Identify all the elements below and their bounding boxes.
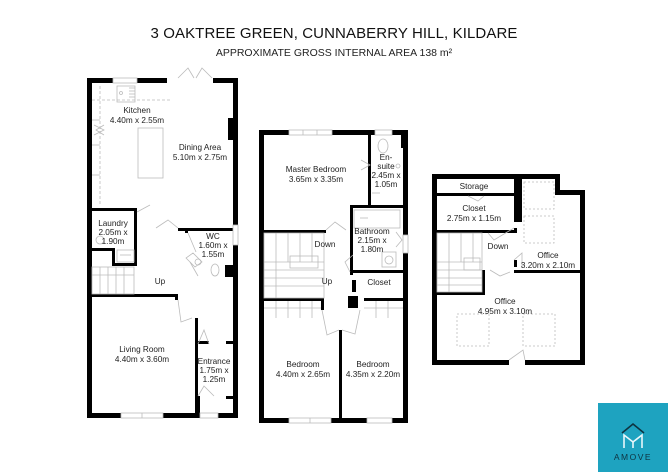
- room-kitchen: Kitchen: [123, 106, 151, 115]
- room-storage: Storage: [460, 182, 489, 191]
- first-floor-plan: Master Bedroom 3.65m x 3.35m En- suite 2…: [259, 129, 409, 424]
- ground-floor-plan: Kitchen 4.40m x 2.55m Dining Area 5.10m …: [87, 67, 239, 419]
- room-bedroom-3-dims: 4.35m x 2.20m: [346, 370, 400, 379]
- room-master-bedroom: Master Bedroom: [286, 165, 347, 174]
- room-wc-dims1: 1.60m x: [198, 241, 227, 250]
- room-entrance-dims1: 1.75m x: [199, 366, 228, 375]
- room-closet-top-dims: 2.75m x 1.15m: [447, 214, 501, 223]
- logo-text: AMOVE: [613, 452, 653, 462]
- room-entrance: Entrance: [198, 357, 231, 366]
- room-office-large-dims: 4.95m x 3.10m: [478, 307, 532, 316]
- room-bedroom-3: Bedroom: [356, 360, 389, 369]
- room-closet: Closet: [367, 278, 391, 287]
- room-living: Living Room: [119, 345, 165, 354]
- room-closet-top: Closet: [462, 204, 486, 213]
- room-ensuite-dims1: 2.45m x: [371, 171, 400, 180]
- stairs-up-label: Up: [322, 277, 333, 286]
- room-kitchen-dims: 4.40m x 2.55m: [110, 116, 164, 125]
- stairs-up-label: Up: [155, 277, 166, 286]
- room-office-large: Office: [494, 297, 516, 306]
- second-floor-plan: Storage Closet 2.75m x 1.15m Down Office…: [432, 174, 585, 365]
- room-office-small-dims: 3.20m x 2.10m: [521, 261, 575, 270]
- room-bathroom-dims1: 2.15m x: [357, 236, 386, 245]
- stairs-down-label: Down: [488, 242, 509, 251]
- stairs-down-label: Down: [315, 240, 336, 249]
- room-ensuite-1: En-: [380, 153, 393, 162]
- room-dining: Dining Area: [179, 143, 222, 152]
- room-laundry-dims1: 2.05m x: [98, 228, 127, 237]
- area-subtitle: APPROXIMATE GROSS INTERNAL AREA 138 m²: [215, 47, 453, 59]
- amove-logo: AMOVE: [598, 403, 668, 472]
- house-m-icon: [621, 422, 645, 448]
- room-master-bedroom-dims: 3.65m x 3.35m: [289, 175, 343, 184]
- room-dining-dims: 5.10m x 2.75m: [173, 153, 227, 162]
- property-title: 3 OAKTREE GREEN, CUNNABERRY HILL, KILDAR…: [150, 25, 518, 42]
- room-laundry: Laundry: [98, 219, 128, 228]
- room-office-small: Office: [537, 251, 559, 260]
- room-bedroom-2-dims: 4.40m x 2.65m: [276, 370, 330, 379]
- room-bedroom-2: Bedroom: [286, 360, 319, 369]
- room-bathroom: Bathroom: [354, 227, 390, 236]
- room-bathroom-dims2: 1.80m: [361, 245, 384, 254]
- room-wc-dims2: 1.55m: [202, 250, 225, 259]
- room-living-dims: 4.40m x 3.60m: [115, 355, 169, 364]
- room-ensuite-2: suite: [377, 162, 395, 171]
- room-laundry-dims2: 1.90m: [102, 237, 125, 246]
- room-wc: WC: [206, 232, 220, 241]
- room-ensuite-dims2: 1.05m: [375, 180, 398, 189]
- room-entrance-dims2: 1.25m: [203, 375, 226, 384]
